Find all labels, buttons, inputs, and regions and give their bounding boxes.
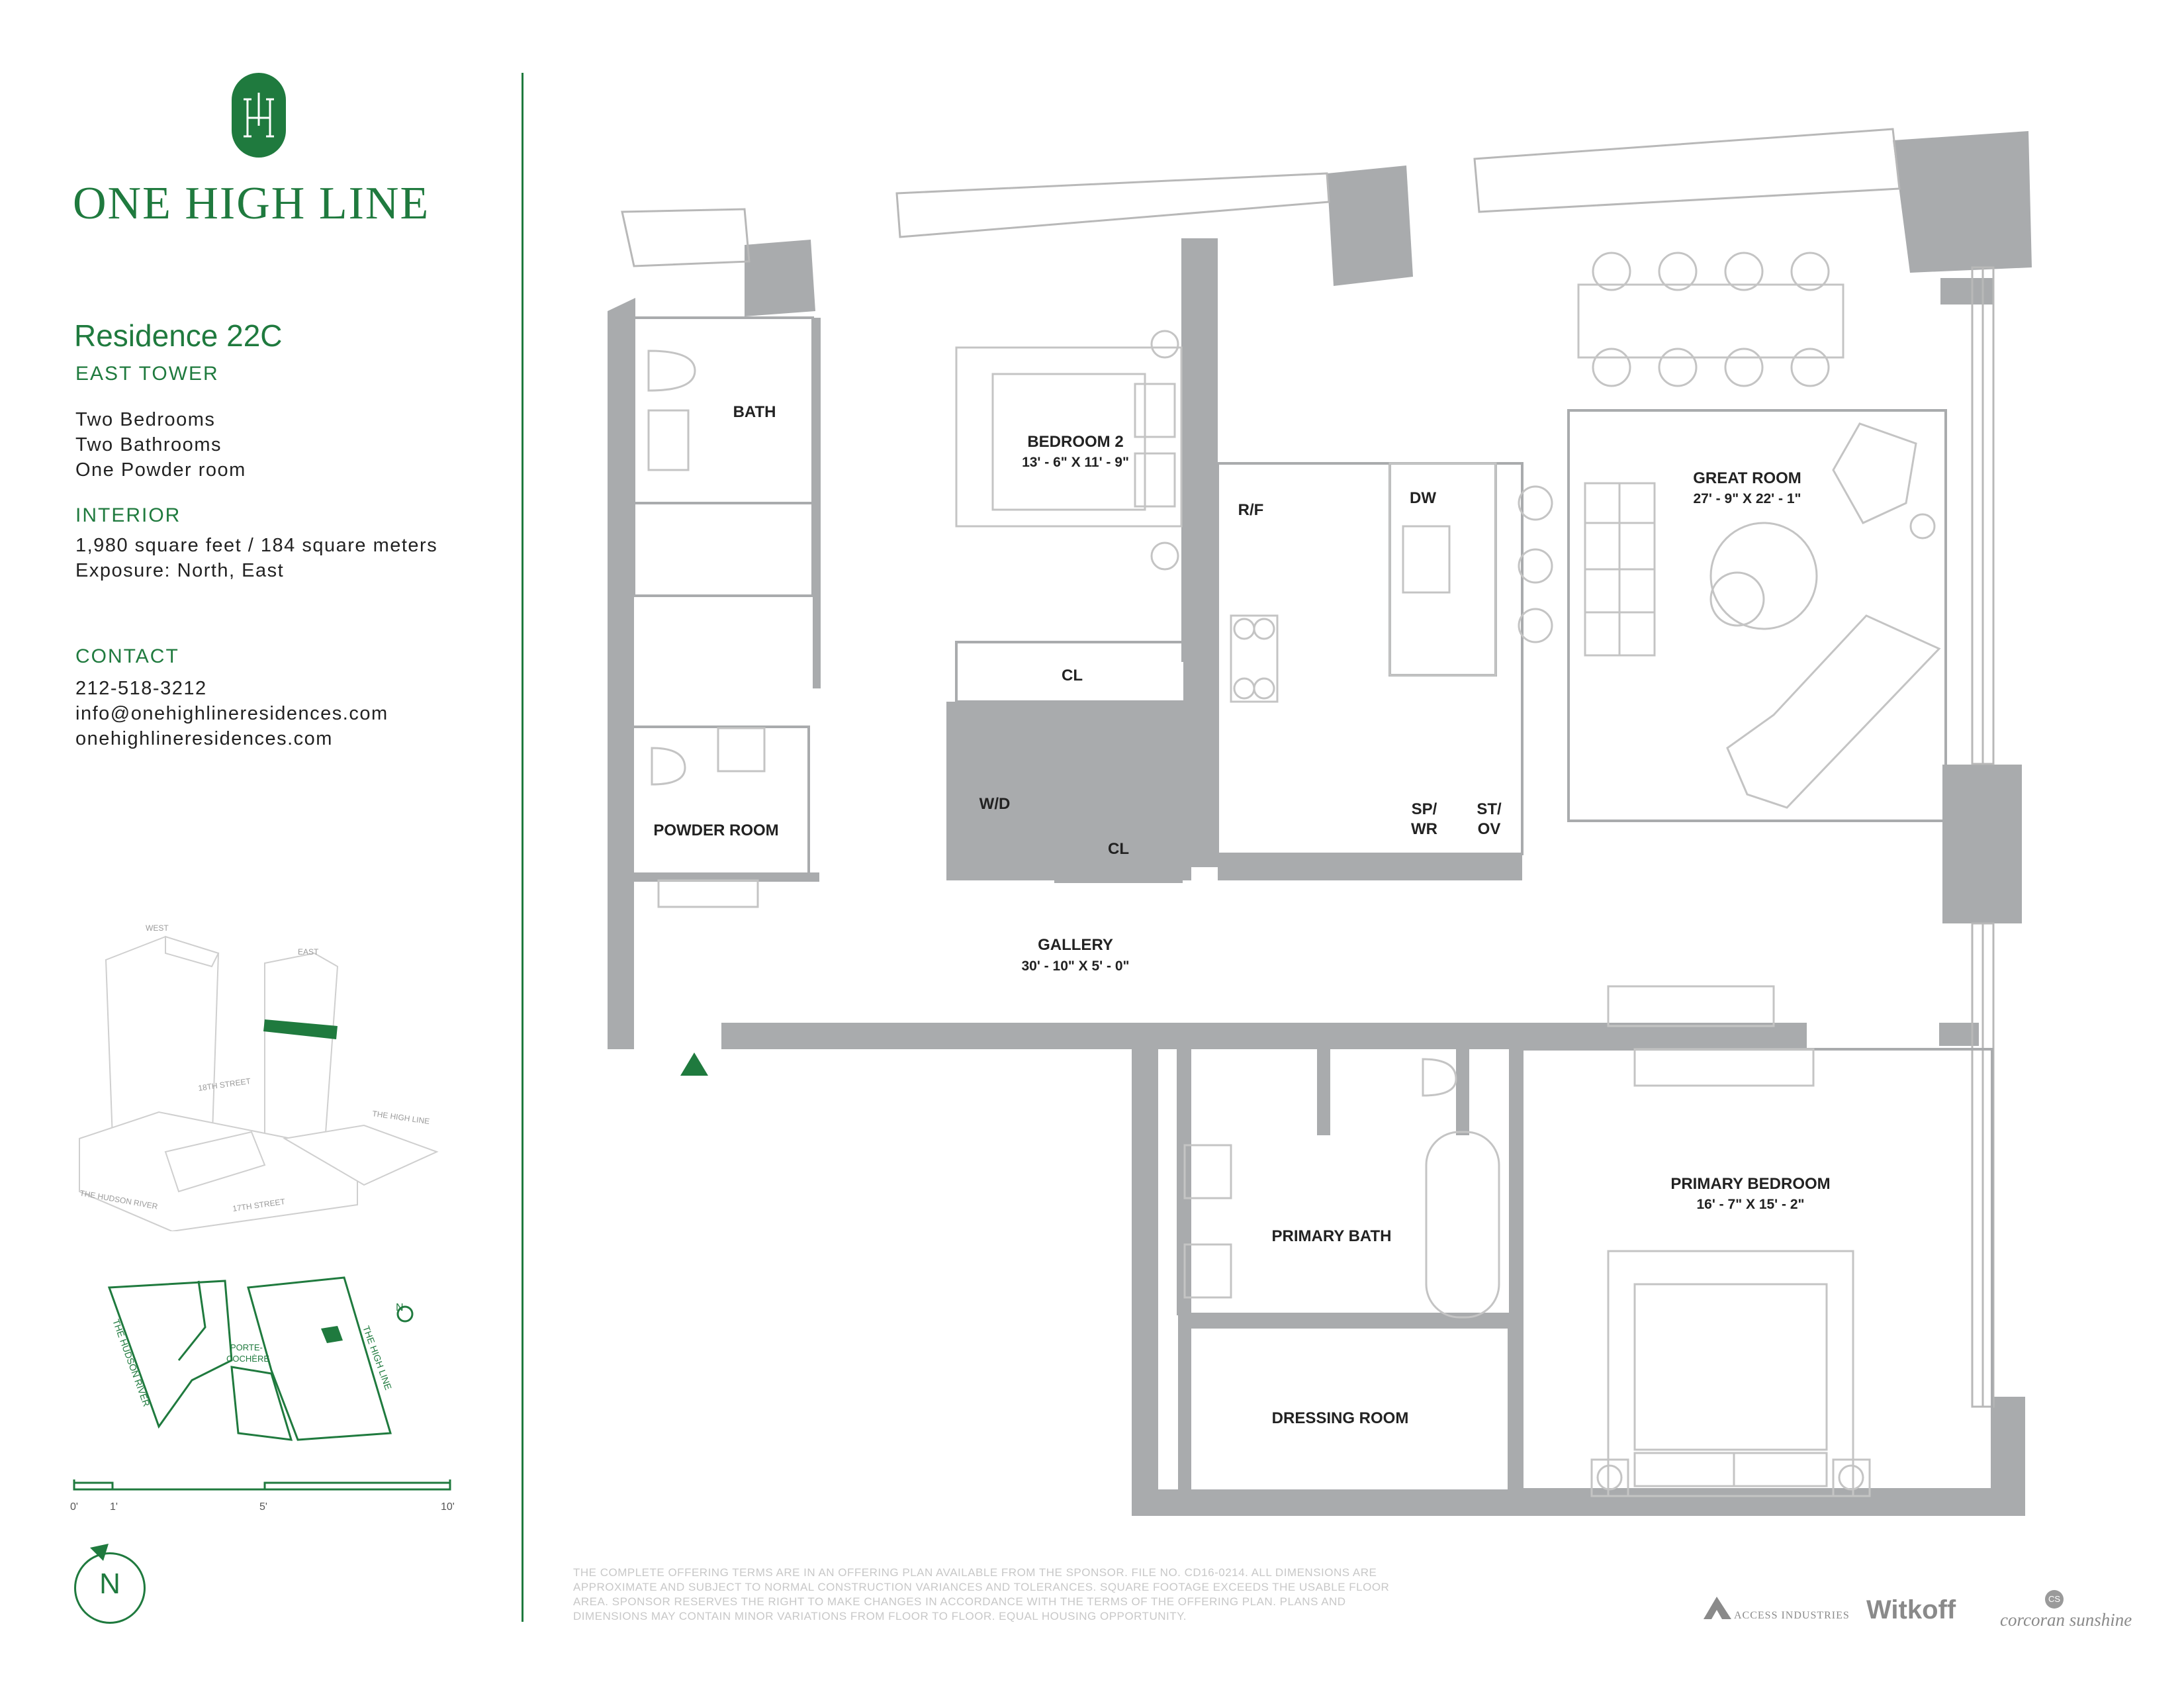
access-industries-logo: ACCESS INDUSTRIES bbox=[1734, 1610, 1850, 1621]
residence-tower: EAST TOWER bbox=[75, 363, 219, 385]
site-plan-porte-label-1: PORTE- bbox=[230, 1342, 263, 1352]
brand-name: ONE HIGH LINE bbox=[73, 178, 430, 229]
bathroom-count: Two Bathrooms bbox=[75, 434, 222, 455]
axon-west-label: WEST bbox=[146, 923, 169, 933]
room-label-dw: DW bbox=[1410, 489, 1436, 507]
residence-title: Residence 22C bbox=[74, 318, 283, 353]
room-label-primary-bedroom: PRIMARY BEDROOM bbox=[1670, 1175, 1830, 1193]
room-dims-gallery: 30' - 10" X 5' - 0" bbox=[1022, 959, 1130, 974]
room-label-spwr-2: WR bbox=[1411, 820, 1437, 838]
room-label-rf: R/F bbox=[1238, 501, 1264, 519]
room-label-wd: W/D bbox=[979, 795, 1011, 813]
floor-plan-labels: BATH BEDROOM 2 13' - 6" X 11' - 9" R/F D… bbox=[653, 403, 1830, 1427]
scale-tick-5: 5' bbox=[259, 1501, 267, 1513]
site-plan-porte-label-2: COCHÈRE bbox=[226, 1354, 269, 1364]
floor-plan-walls bbox=[608, 131, 2032, 1516]
scale-bar: 0' 1' 5' 10' bbox=[70, 1479, 455, 1513]
interior-area: 1,980 square feet / 184 square meters bbox=[75, 535, 438, 556]
contact-header: CONTACT bbox=[75, 645, 179, 667]
north-arrow-circle bbox=[74, 1552, 146, 1624]
room-label-stov-2: OV bbox=[1478, 820, 1501, 838]
contact-email[interactable]: info@onehighlineresidences.com bbox=[75, 703, 388, 724]
witkoff-logo: Witkoff bbox=[1866, 1595, 1956, 1624]
room-label-closet-2: CL bbox=[1108, 840, 1129, 858]
panel-divider bbox=[522, 73, 523, 1622]
site-plan-map: N THE HUDSON RIVER PORTE- COCHÈRE THE HI… bbox=[107, 1276, 414, 1441]
access-industries-icon bbox=[1704, 1597, 1731, 1619]
corcoran-mark-icon: CS bbox=[2045, 1590, 2064, 1609]
site-axonometric: WEST EAST 18TH STREET THE HIGH LINE THE … bbox=[79, 923, 439, 1231]
floor-plan-furniture bbox=[647, 252, 1941, 1497]
floor-plan-windows bbox=[621, 128, 1995, 1408]
room-label-stov-1: ST/ bbox=[1477, 800, 1502, 818]
entry-marker-icon bbox=[680, 1053, 708, 1076]
scale-tick-10: 10' bbox=[441, 1501, 455, 1513]
interior-header: INTERIOR bbox=[75, 504, 181, 526]
site-plan-compass-label: N bbox=[396, 1302, 404, 1313]
north-arrow-icon bbox=[90, 1544, 109, 1561]
room-label-great-room: GREAT ROOM bbox=[1693, 469, 1801, 487]
room-label-gallery: GALLERY bbox=[1038, 936, 1113, 954]
room-dims-bedroom2: 13' - 6" X 11' - 9" bbox=[1022, 455, 1129, 470]
room-label-closet-1: CL bbox=[1062, 667, 1083, 684]
contact-website[interactable]: onehighlineresidences.com bbox=[75, 728, 333, 749]
room-label-dressing: DRESSING ROOM bbox=[1272, 1409, 1409, 1427]
powder-count: One Powder room bbox=[75, 459, 246, 481]
corcoran-sunshine-logo: corcoran sunshine bbox=[2000, 1610, 2132, 1630]
north-letter: N bbox=[99, 1568, 120, 1600]
scale-tick-0: 0' bbox=[70, 1501, 78, 1513]
room-label-bedroom2: BEDROOM 2 bbox=[1027, 433, 1123, 451]
room-dims-primary-bedroom: 16' - 7" X 15' - 2" bbox=[1697, 1197, 1805, 1212]
scale-tick-1: 1' bbox=[110, 1501, 118, 1513]
axon-east-label: EAST bbox=[298, 947, 319, 957]
contact-phone[interactable]: 212-518-3212 bbox=[75, 678, 207, 699]
room-label-spwr-1: SP/ bbox=[1412, 800, 1437, 818]
room-dims-great-room: 27' - 9" X 22' - 1" bbox=[1694, 491, 1801, 506]
exposure: Exposure: North, East bbox=[75, 560, 285, 581]
brand-logo-mark bbox=[232, 73, 286, 158]
room-label-bath: BATH bbox=[733, 403, 776, 421]
floor-plan-room-outlines bbox=[622, 316, 1993, 1494]
room-label-primary-bath: PRIMARY BATH bbox=[1272, 1227, 1392, 1245]
room-label-powder: POWDER ROOM bbox=[653, 821, 778, 839]
legal-disclaimer: The complete offering terms are in an of… bbox=[573, 1566, 1390, 1622]
bedroom-count: Two Bedrooms bbox=[75, 409, 216, 430]
